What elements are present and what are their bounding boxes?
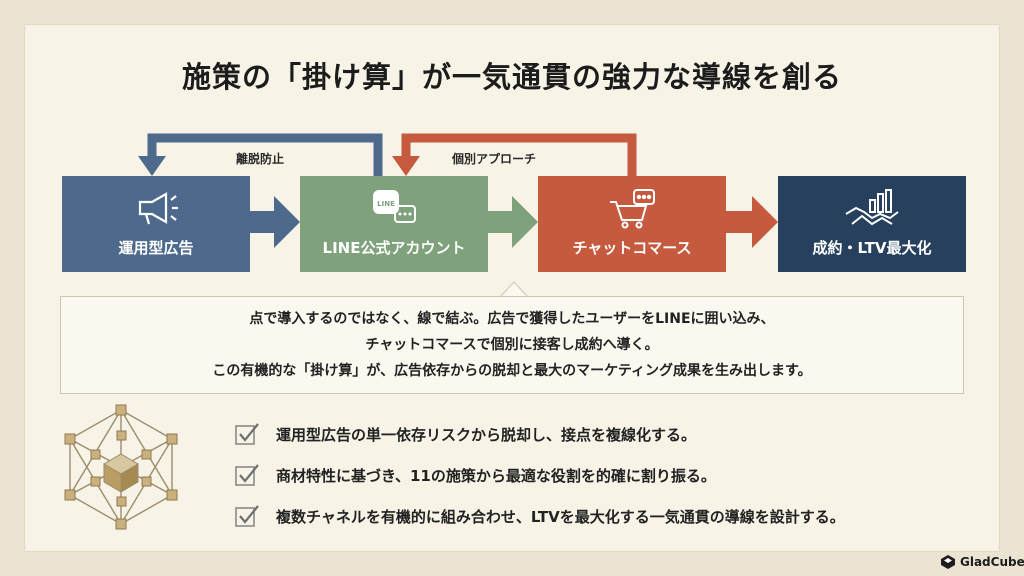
megaphone-icon (132, 188, 180, 232)
flow-box-label: チャットコマース (572, 239, 692, 257)
loop-arrow-churn-head (138, 156, 166, 176)
loop-arrow-approach (401, 133, 637, 176)
checkbox-check-icon (235, 423, 259, 445)
arrow-right-1 (250, 196, 300, 248)
arrow-right-3 (726, 196, 778, 248)
gladcube-logo-icon (941, 555, 955, 569)
arrow-right-2 (488, 196, 538, 248)
list-item: 複数チャネルを有機的に組み合わせ、LTVを最大化する一気通貫の導線を設計する。 (234, 504, 845, 528)
gladcube-logo: GladCube (940, 552, 1024, 572)
point-text: 複数チャネルを有機的に組み合わせ、LTVを最大化する一気通貫の導線を設計する。 (276, 507, 845, 526)
loop-arrow-approach-head (392, 156, 420, 176)
logo-text: GladCube (960, 555, 1024, 569)
list-item: 商材特性に基づき、11の施策から最適な役割を的確に割り振る。 (234, 463, 845, 487)
flow-box-label: 運用型広告 (118, 239, 194, 257)
callout-pointer (498, 281, 530, 298)
flow-box-conversion-ltv: 成約・LTV最大化 (778, 176, 966, 272)
network-cube-icon (64, 404, 178, 530)
checkbox-check-icon (235, 505, 259, 527)
key-points-list: 運用型広告の単一依存リスクから脱却し、接点を複線化する。 商材特性に基づき、11… (234, 422, 845, 545)
checkbox-check-icon (235, 464, 259, 486)
line-chat-icon: LINE (367, 188, 421, 234)
flow-box-ads: 運用型広告 (62, 176, 250, 272)
page-title: 施策の「掛け算」が一気通貫の強力な導線を創る (181, 60, 842, 94)
loop-label-approach: 個別アプローチ (452, 152, 537, 166)
flow-box-chat-commerce: チャットコマース (538, 176, 726, 272)
description-callout: 点で導入するのではなく、線で結ぶ。広告で獲得したユーザーをLINEに囲い込み、 … (60, 296, 964, 394)
flow-box-label: 成約・LTV最大化 (812, 239, 932, 257)
loop-label-churn: 離脱防止 (236, 152, 285, 166)
svg-text:LINE: LINE (377, 200, 395, 208)
handshake-chart-icon (842, 188, 902, 236)
flow-box-line: LINE LINE公式アカウント (300, 176, 488, 272)
cart-chat-icon (604, 188, 660, 234)
point-text: 運用型広告の単一依存リスクから脱却し、接点を複線化する。 (276, 425, 697, 444)
description-line: 点で導入するのではなく、線で結ぶ。広告で獲得したユーザーをLINEに囲い込み、 (249, 311, 775, 327)
description-line: チャットコマースで個別に接客し成約へ導く。 (365, 337, 659, 353)
loop-arrow-churn (147, 133, 383, 176)
flow-box-label: LINE公式アカウント (322, 239, 466, 257)
point-text: 商材特性に基づき、11の施策から最適な役割を的確に割り振る。 (276, 466, 716, 485)
list-item: 運用型広告の単一依存リスクから脱却し、接点を複線化する。 (234, 422, 845, 446)
description-line: この有機的な「掛け算」が、広告依存からの脱却と最大のマーケティング成果を生み出し… (212, 363, 812, 379)
